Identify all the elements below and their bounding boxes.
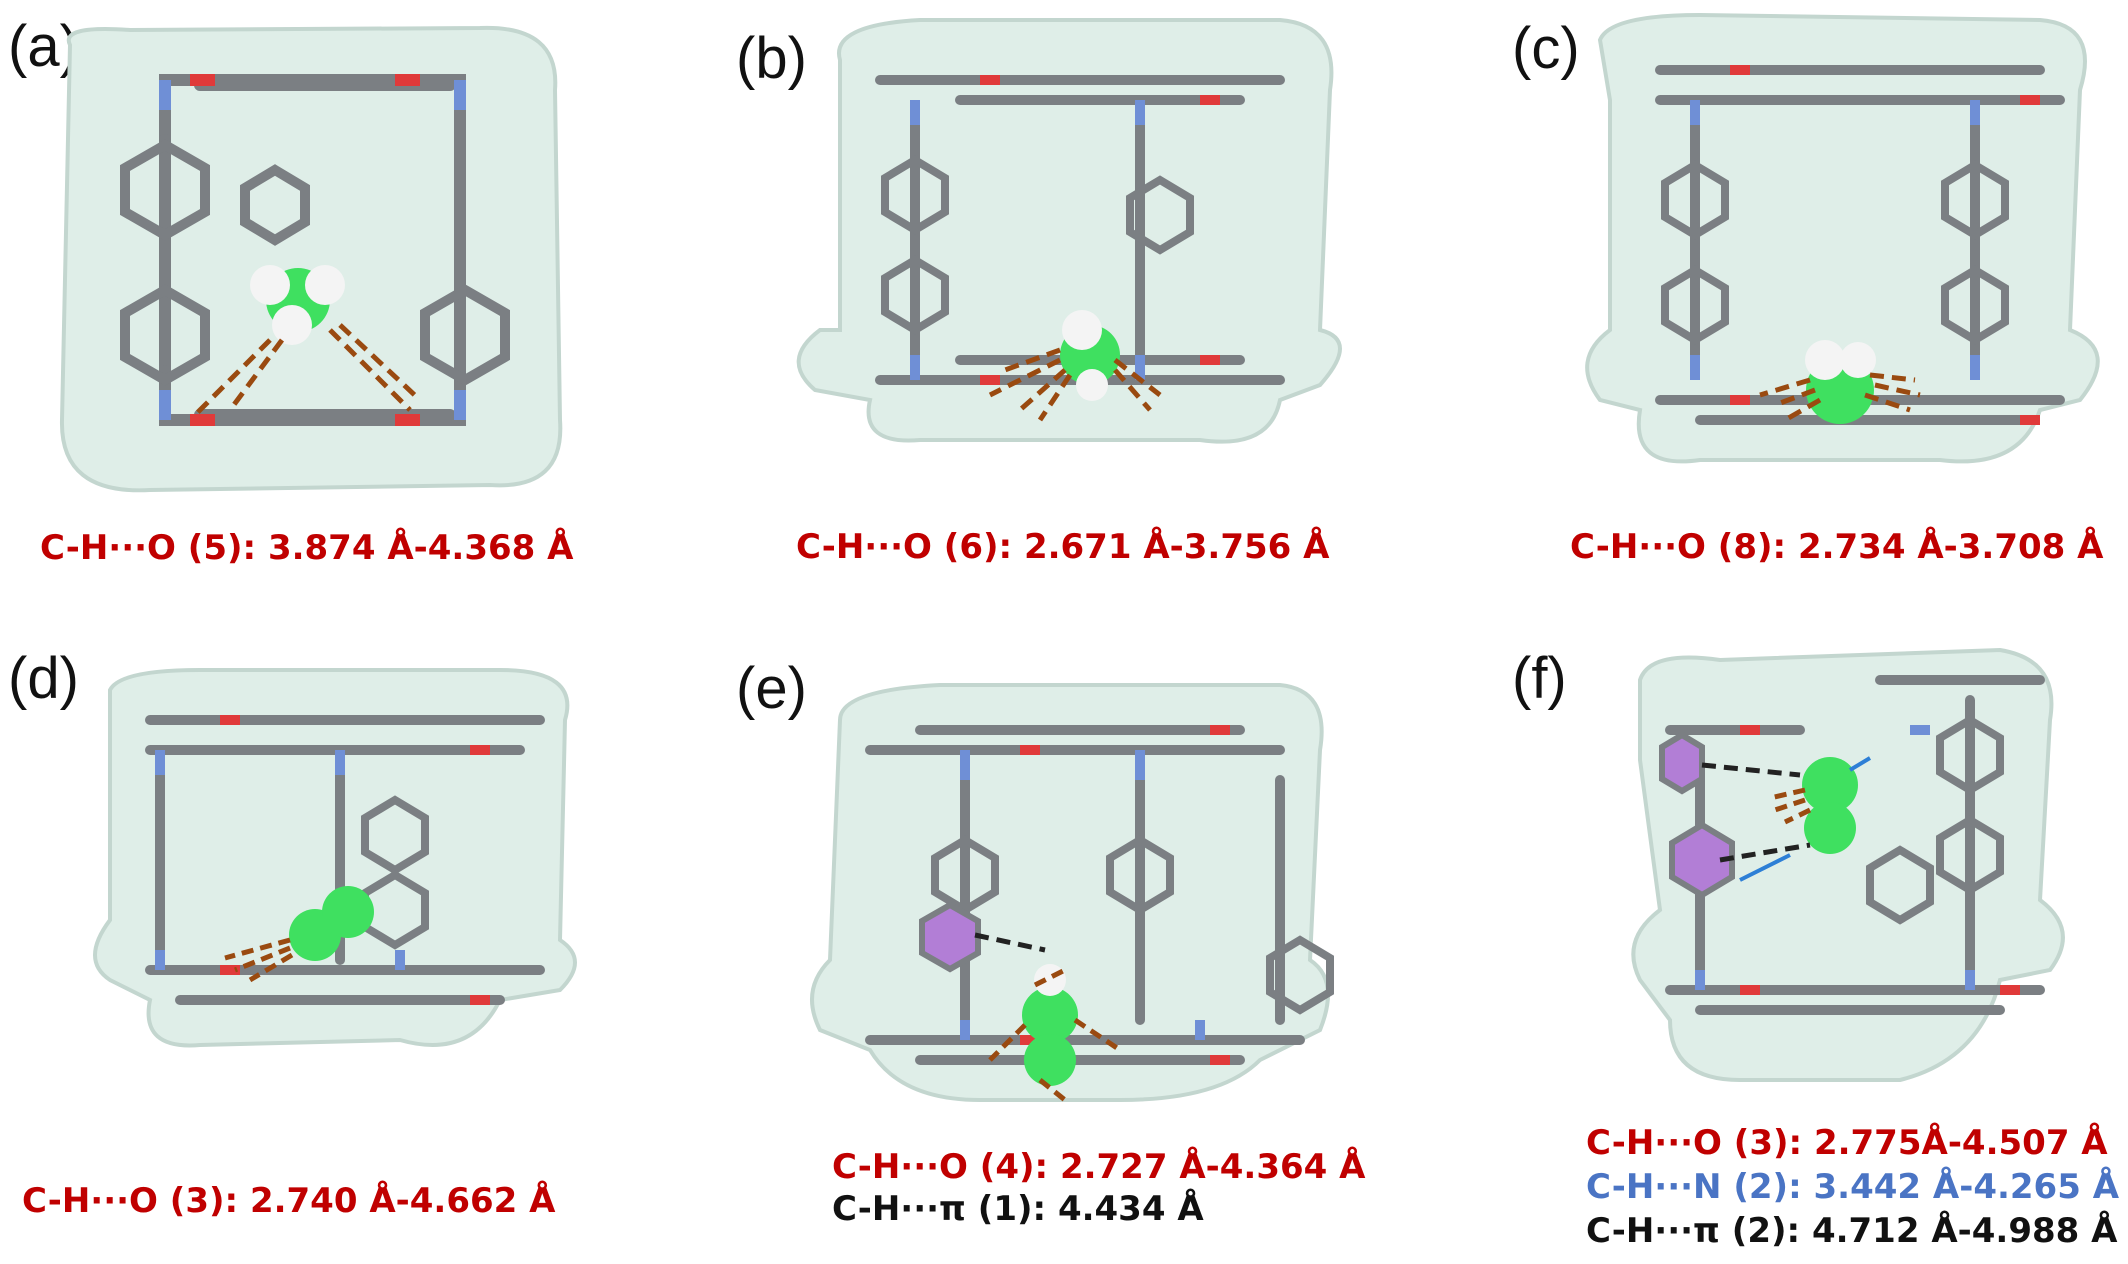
caption-f-ch-n: C-H···N (2): 3.442 Å-4.265 Å: [1586, 1167, 2120, 1207]
bond-nitrogen-f: [1695, 725, 1975, 990]
panel-d: (d) C-H···O (3): 2.740 Å-4.662: [0, 640, 700, 1260]
caption-f-ch-pi: C-H···π (2): 4.712 Å-4.988 Å: [1586, 1211, 2118, 1251]
highlighted-pi-ring-lower-f: [1669, 821, 1735, 899]
ch-o-interactions-c: [1759, 372, 1921, 423]
bond-nitrogen-b: [910, 100, 1145, 380]
guest-molecule-e: [1022, 964, 1078, 1086]
highlighted-pi-ring-upper-f: [1659, 731, 1705, 795]
ch-o-interactions-b: [988, 347, 1162, 422]
panel-label-d: (d): [8, 646, 79, 711]
molecular-cage-b: [796, 18, 1342, 444]
caption-c-ch-o: C-H···O (8): 2.734 Å-3.708 Å: [1570, 527, 2104, 567]
guest-molecule-d: [289, 886, 374, 961]
guest-molecule-b: [1060, 310, 1120, 401]
molecular-cage-f: [1631, 647, 2065, 1082]
ch-pi-interaction-e: [974, 932, 1046, 953]
bond-oxygen-c: [1730, 65, 2040, 425]
bond-oxygen-f: [1740, 725, 2020, 995]
guest-molecule-f: [1802, 757, 1858, 854]
bond-nitrogen-e: [960, 750, 1205, 1040]
cage-frame-e: [865, 725, 1305, 1065]
highlighted-pi-ring-e: [919, 901, 981, 973]
panel-c: (c): [1440, 0, 2128, 620]
ch-o-interactions-f: [1769, 787, 1812, 825]
molecular-cage-e: [810, 683, 1334, 1102]
bond-nitrogen-a: [159, 80, 466, 420]
vdw-surface-b: [796, 18, 1342, 444]
vdw-surface-a: [59, 25, 563, 493]
guest-molecule-c: [1805, 340, 1876, 424]
ch-o-interactions-a: [193, 323, 422, 417]
pyridine-rings-a: [120, 139, 510, 386]
ch-o-interactions-d: [224, 937, 294, 983]
vdw-surface-e: [810, 683, 1330, 1102]
panel-label-c: (c): [1512, 16, 1580, 81]
panel-label-e: (e): [736, 656, 807, 721]
caption-a-ch-o: C-H···O (5): 3.874 Å-4.368 Å: [40, 528, 574, 568]
guest-molecule-a: [250, 265, 345, 345]
pyridine-rings-b: [881, 155, 1194, 335]
ch-pi-interactions-f: [1701, 762, 1811, 863]
molecular-cage-c: [1585, 12, 2100, 464]
ch-n-interactions-f: [1739, 756, 1872, 882]
caption-f-ch-o: C-H···O (3): 2.775Å-4.507 Å: [1586, 1123, 2108, 1163]
caption-d-ch-o: C-H···O (3): 2.740 Å-4.662 Å: [22, 1181, 556, 1221]
panel-label-b: (b): [736, 26, 807, 91]
caption-e-ch-pi: C-H···π (1): 4.434 Å: [832, 1189, 1204, 1229]
molecular-cage-d: [93, 668, 577, 1048]
panel-label-a: (a): [8, 14, 79, 79]
panel-e: (e): [720, 640, 1420, 1260]
pyridine-rings-c: [1661, 160, 2009, 345]
panel-label-f: (f): [1512, 646, 1567, 711]
bond-nitrogen-d: [155, 750, 405, 970]
panel-b: (b) C-H···: [720, 0, 1420, 620]
caption-e-ch-o: C-H···O (4): 2.727 Å-4.364 Å: [832, 1147, 1366, 1187]
pyridine-rings-e: [931, 835, 1334, 1015]
bond-oxygen-b: [980, 75, 1220, 385]
ch-o-interactions-e: [988, 967, 1122, 1102]
panel-a: (a): [0, 0, 700, 620]
molecular-cage-a: [59, 25, 563, 493]
bond-oxygen-a: [190, 74, 420, 426]
panel-f: (f): [1440, 640, 2128, 1260]
pyridine-rings-f: [1866, 715, 2004, 925]
caption-b-ch-o: C-H···O (6): 2.671 Å-3.756 Å: [796, 527, 1330, 567]
bond-nitrogen-c: [1690, 100, 1980, 380]
